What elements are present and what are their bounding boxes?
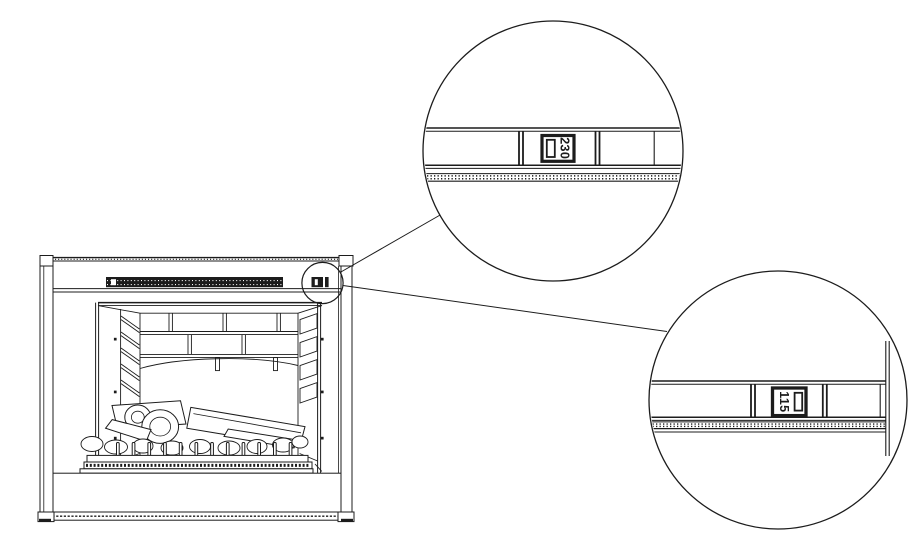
leader-line-230: [339, 214, 442, 273]
fireplace-insert-drawing: [37, 255, 355, 523]
switch-slider-230: [545, 138, 556, 158]
switch-label-115: 115: [777, 391, 791, 412]
voltage-switch-115: [770, 386, 808, 418]
screws: [113, 337, 324, 440]
vent-grille: [106, 277, 283, 288]
right-interior-wall: [299, 312, 318, 462]
switch-label-230: 230: [558, 137, 572, 159]
voltage-switch-230: [540, 133, 576, 163]
base: [37, 472, 355, 523]
switch-highlight-circle: [301, 261, 344, 305]
magnified-rail-230: [424, 127, 682, 182]
magnified-rail-115: [650, 341, 890, 456]
left-interior-wall: [120, 309, 140, 462]
callout-circle-115: 115: [648, 270, 908, 530]
voltage-switch-actual: [311, 277, 329, 288]
leader-lines: [339, 214, 668, 332]
top-rail: [53, 256, 341, 293]
leader-line-115: [342, 285, 668, 332]
switch-slider-115: [793, 391, 804, 412]
hearth-curve: [139, 358, 299, 369]
ember-bed: [79, 454, 314, 474]
callout-circle-230: 230: [422, 20, 684, 282]
